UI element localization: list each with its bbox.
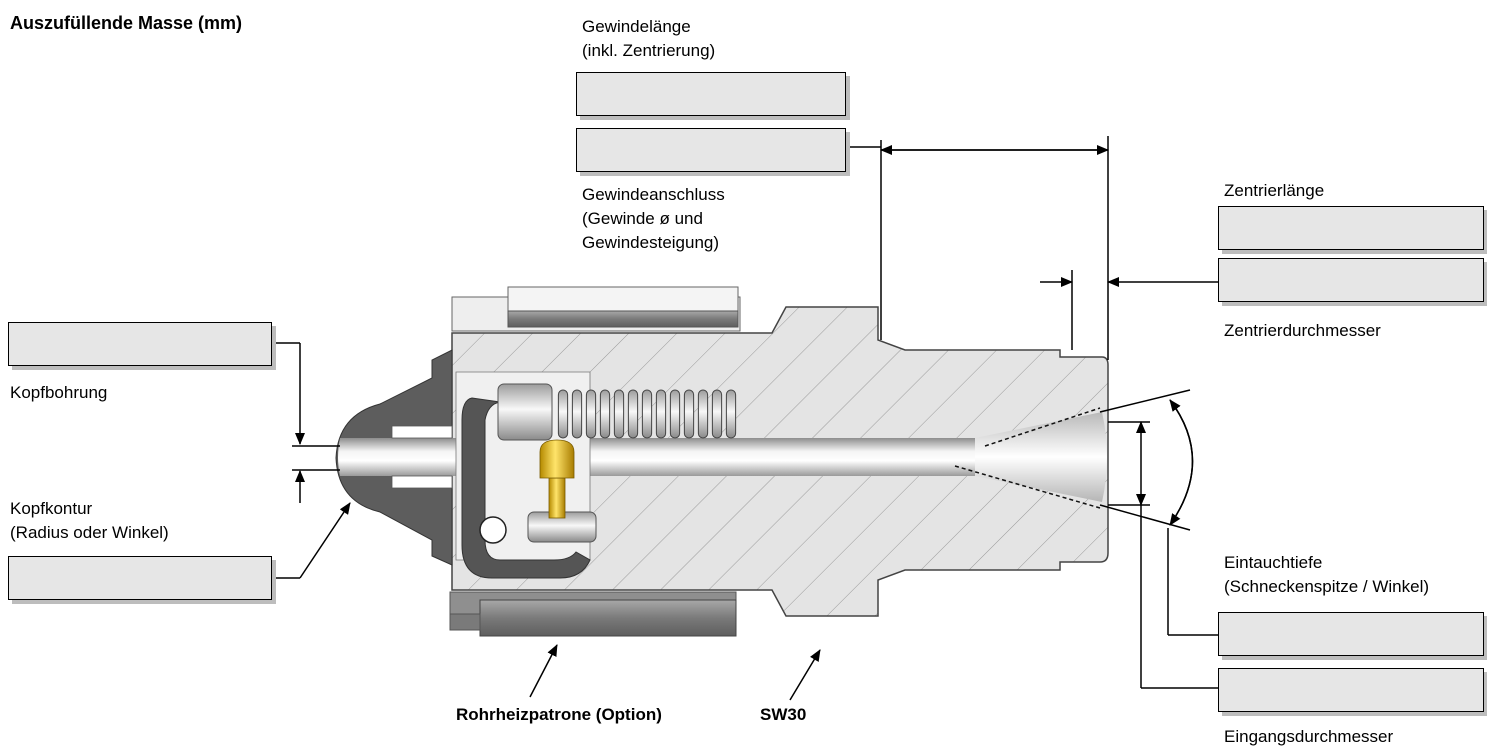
heater-cartridge-bottom	[449, 591, 737, 637]
zentrierdurchmesser-input[interactable]	[1218, 258, 1484, 302]
kopfbohrung-input[interactable]	[8, 322, 272, 366]
label-gewindelaenge-note: (inkl. Zentrierung)	[582, 41, 716, 60]
spring-coil	[655, 389, 667, 439]
lever-pivot	[479, 516, 507, 544]
kopfkontur-input[interactable]	[8, 556, 272, 600]
gewindeanschluss-input[interactable]	[576, 128, 846, 172]
label-kopfbohrung: Kopfbohrung	[10, 383, 108, 402]
label-zentrierlaenge: Zentrierlänge	[1224, 181, 1325, 200]
shut-off-lever	[461, 397, 591, 579]
spring-coil	[711, 389, 723, 439]
spring-coil	[571, 389, 583, 439]
label-kopfkontur: Kopfkontur	[10, 499, 93, 518]
dimension-lines	[272, 136, 1218, 701]
spring-coil	[725, 389, 737, 439]
label-gewindeanschluss: Gewindeanschluss	[582, 185, 725, 204]
page-title: Auszufüllende Masse (mm)	[10, 13, 243, 33]
heater-cartridge-top	[451, 286, 741, 332]
label-kopfkontur-note: (Radius oder Winkel)	[10, 523, 169, 542]
label-eingangsdurchmesser: Eingangsdurchmesser	[1224, 727, 1394, 746]
label-sw30: SW30	[760, 705, 807, 724]
eintauchtiefe-input[interactable]	[1218, 612, 1484, 656]
spring-coil	[697, 389, 709, 439]
spring-coil	[627, 389, 639, 439]
label-eintauchtiefe: Eintauchtiefe	[1224, 553, 1323, 572]
inlet-cone	[975, 412, 1107, 502]
label-gewindeanschluss-note-2: Gewindesteigung)	[582, 233, 720, 252]
spring-coil	[599, 389, 611, 439]
spring-coil	[683, 389, 695, 439]
spring-coil	[669, 389, 681, 439]
gewindelaenge-input[interactable]	[576, 72, 846, 116]
label-gewindeanschluss-note-1: (Gewinde ø und	[582, 209, 703, 228]
spring-coil	[557, 389, 569, 439]
spring-coil	[585, 389, 597, 439]
label-eintauchtiefe-note: (Schneckenspitze / Winkel)	[1224, 577, 1430, 596]
label-gewindelaenge: Gewindelänge	[582, 17, 691, 36]
compression-spring	[557, 389, 737, 439]
spring-coil	[613, 389, 625, 439]
zentrierlaenge-input[interactable]	[1218, 206, 1484, 250]
label-rohrheizpatrone: Rohrheizpatrone (Option)	[456, 705, 662, 724]
label-zentrierdurchmesser: Zentrierdurchmesser	[1224, 321, 1381, 340]
shut-off-pin	[539, 439, 575, 519]
spring-coil	[641, 389, 653, 439]
eingangsdurchmesser-input[interactable]	[1218, 668, 1484, 712]
guide-cylinder	[497, 383, 553, 441]
